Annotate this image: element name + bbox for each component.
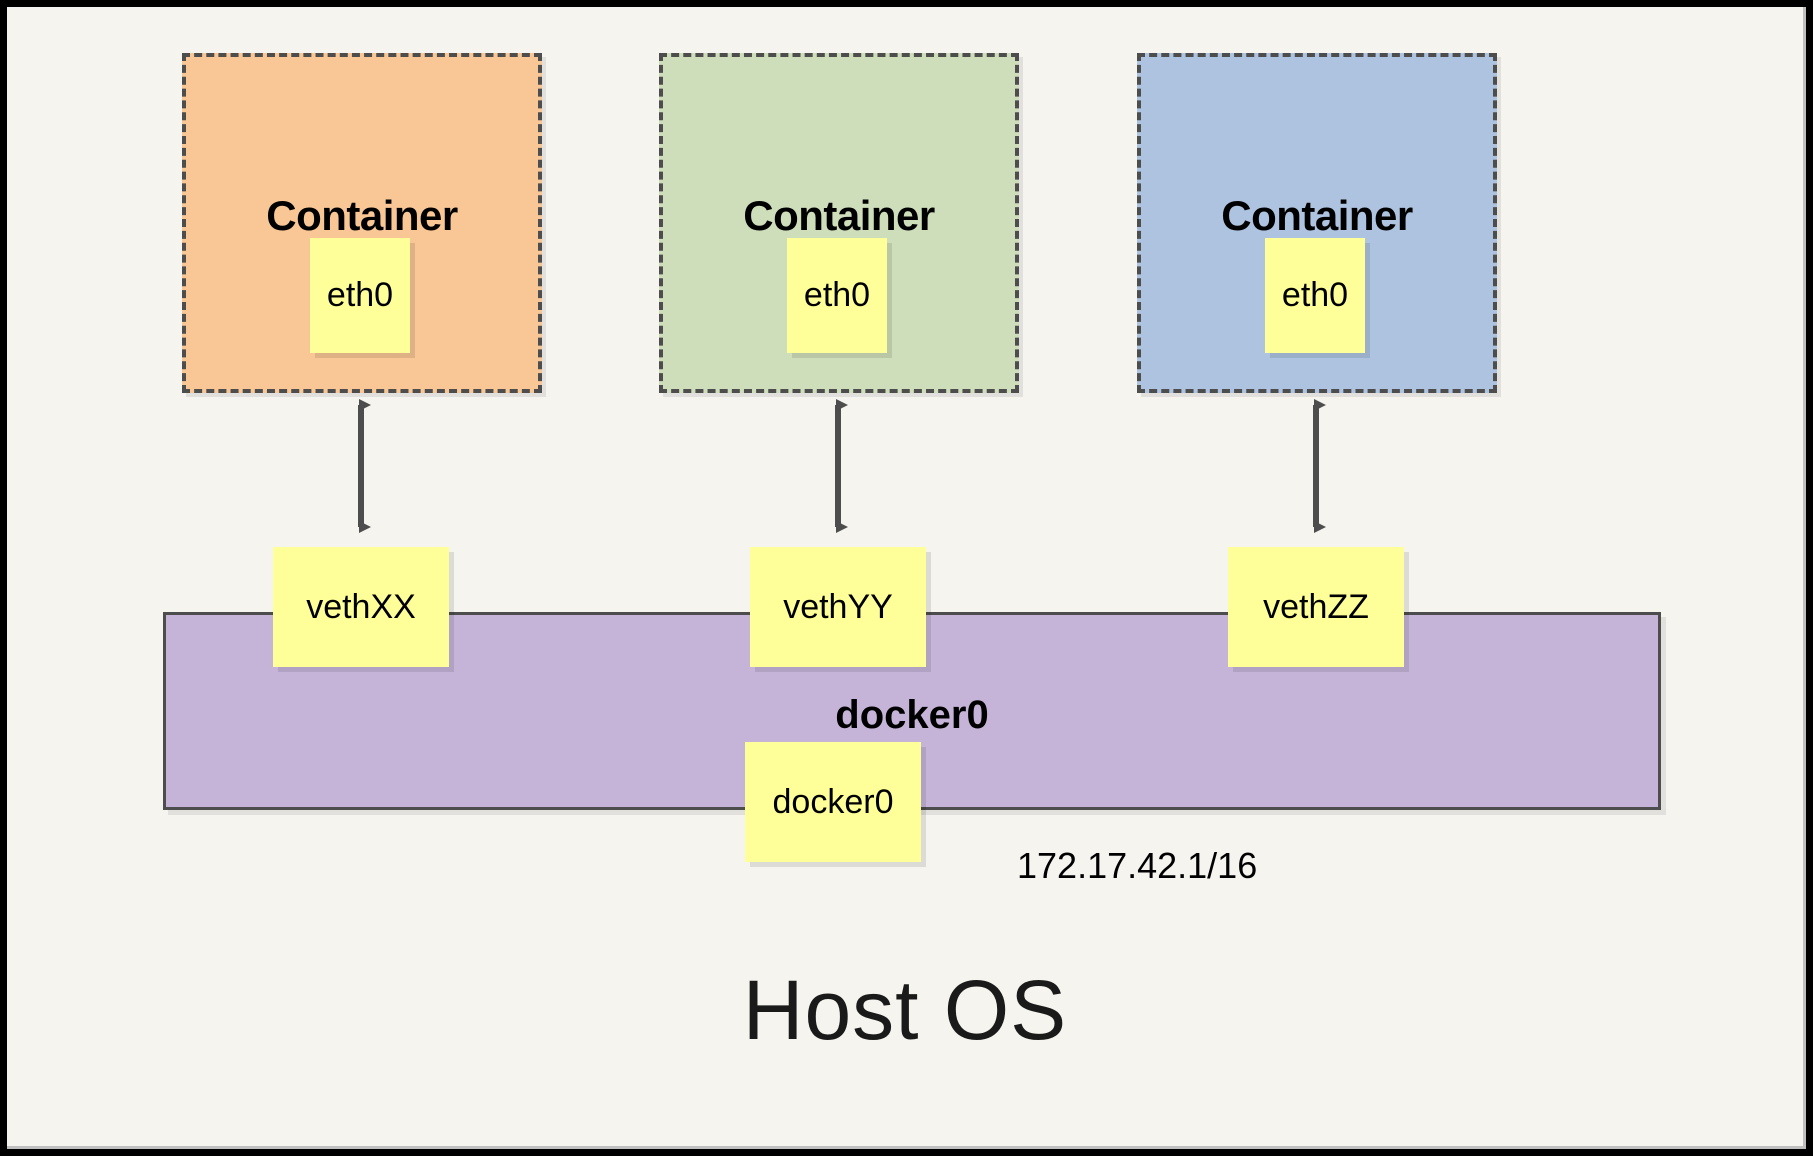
eth0-label-3: eth0 xyxy=(1281,276,1349,314)
container-title-2: Container xyxy=(743,192,935,239)
veth-box-3[interactable]: vethZZ xyxy=(1228,547,1404,667)
diagram-page: Container eth0 Container eth0 Container … xyxy=(7,7,1806,1149)
host-os-label: Host OS xyxy=(742,963,1068,1057)
eth0-label-1: eth0 xyxy=(326,276,394,314)
veth-box-1[interactable]: vethXX xyxy=(273,547,449,667)
veth-label-1: vethXX xyxy=(306,587,416,626)
veth-label-2: vethYY xyxy=(783,587,893,626)
veth-link-arrow-1 xyxy=(358,399,371,533)
veth-box-2[interactable]: vethYY xyxy=(750,547,926,667)
container-title-3: Container xyxy=(1221,192,1413,239)
eth0-box-2[interactable]: eth0 xyxy=(787,238,887,353)
docker0-bridge-label: docker0 xyxy=(835,693,989,737)
container-title-1: Container xyxy=(266,192,458,239)
veth-link-arrow-3 xyxy=(1313,399,1326,533)
eth0-label-2: eth0 xyxy=(803,276,871,314)
eth0-box-1[interactable]: eth0 xyxy=(310,238,410,353)
docker0-interface-label: docker0 xyxy=(772,782,894,821)
eth0-box-3[interactable]: eth0 xyxy=(1265,238,1365,353)
veth-link-arrow-2 xyxy=(835,399,848,533)
docker0-ip-label: 172.17.42.1/16 xyxy=(1017,845,1258,886)
veth-label-3: vethZZ xyxy=(1263,587,1369,626)
docker0-interface-box[interactable]: docker0 xyxy=(745,742,921,862)
